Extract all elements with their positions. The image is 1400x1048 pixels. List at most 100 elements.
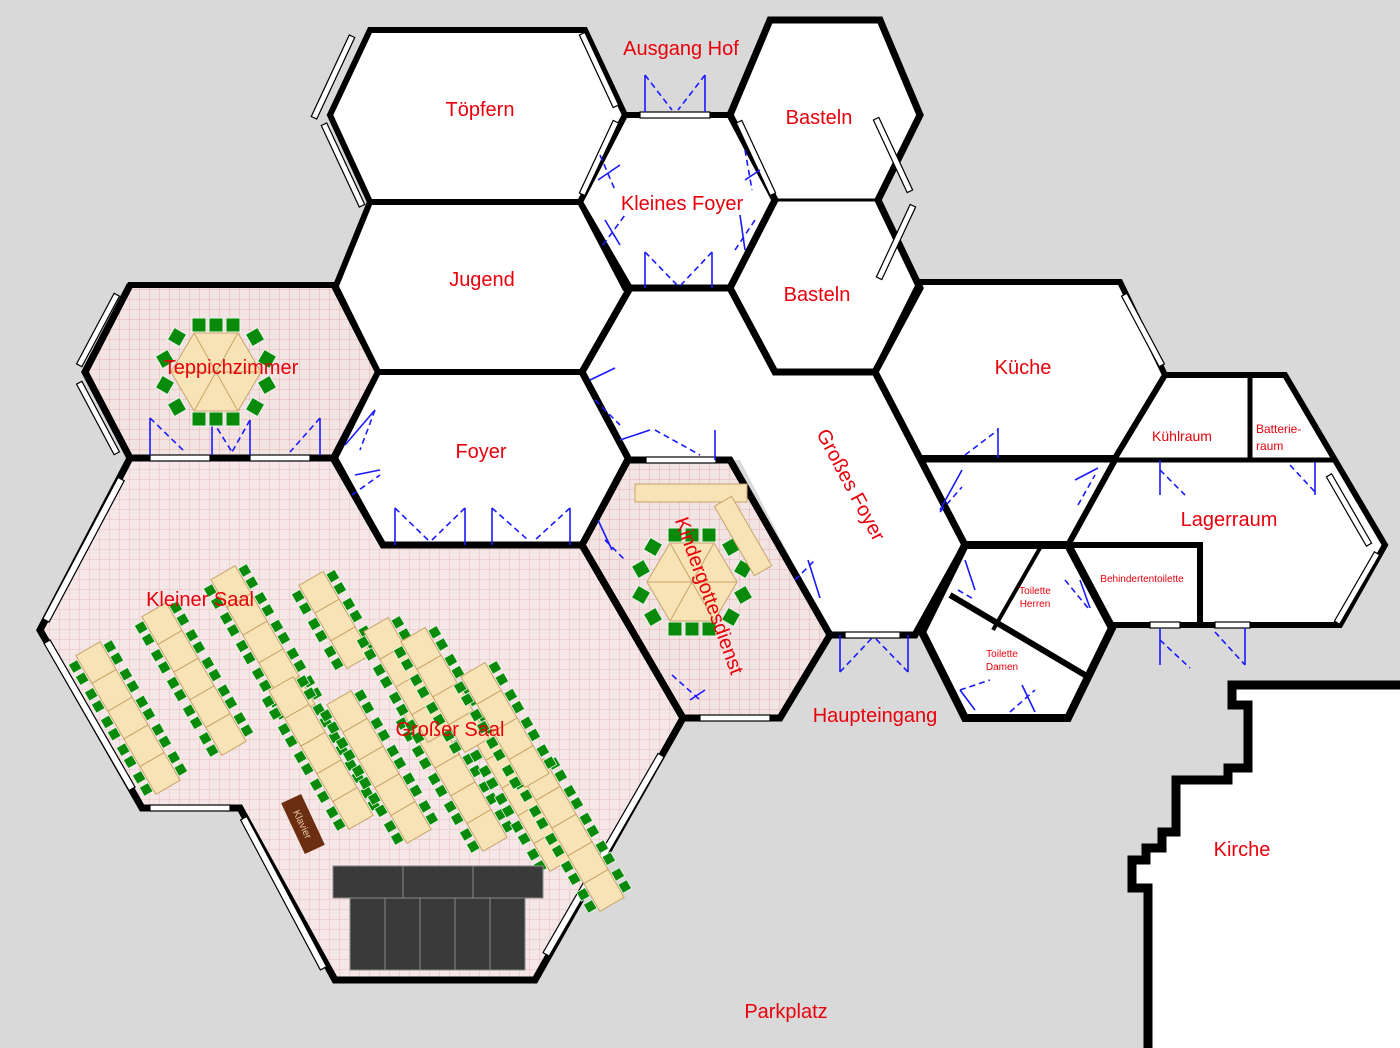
table [139, 751, 181, 795]
chair [440, 728, 456, 743]
chair [525, 846, 541, 862]
chair [424, 811, 440, 826]
chair [392, 644, 408, 660]
label-kleines-foyer: Kleines Foyer [621, 193, 744, 215]
chair [165, 675, 181, 691]
chair [325, 568, 341, 584]
chair [285, 646, 301, 662]
chair [331, 817, 347, 832]
chair [295, 674, 311, 689]
chair [106, 726, 122, 742]
doors [149, 74, 1316, 713]
chair [484, 735, 500, 751]
chair [357, 775, 373, 791]
chair [209, 595, 225, 611]
chair [562, 783, 578, 799]
floor-kleines-foyer [580, 115, 775, 288]
chair [503, 687, 519, 703]
chair [484, 775, 500, 791]
chair [234, 638, 250, 654]
chair [172, 687, 188, 703]
chair [125, 678, 141, 694]
label-batterieraum-1: Batterie- [1256, 422, 1301, 436]
floor-kueche [875, 282, 1165, 458]
chair [518, 788, 534, 804]
chair [408, 783, 424, 799]
furniture-kindergottesdienst [630, 527, 754, 637]
furniture-teppichzimmer [154, 317, 278, 427]
label-toilette-damen-2: Damen [986, 662, 1018, 673]
chair [443, 652, 459, 668]
chair [424, 700, 440, 716]
table-row [318, 688, 440, 846]
chair [610, 866, 626, 882]
table-row [290, 568, 380, 672]
chair [207, 667, 223, 683]
label-kuehlraum: Kühlraum [1152, 428, 1212, 444]
chair [519, 715, 535, 731]
floor-toepfern [330, 30, 625, 202]
chair [578, 811, 594, 827]
chair [399, 657, 415, 672]
piano [281, 793, 325, 855]
chair [417, 755, 433, 771]
label-kleiner-saal: Kleiner Saal [146, 589, 254, 611]
chair [149, 647, 165, 663]
chair [369, 715, 385, 731]
chair [140, 632, 156, 648]
chair [260, 602, 276, 618]
chair [216, 683, 232, 699]
chair [387, 690, 403, 706]
chair [325, 720, 341, 736]
table-row [452, 659, 558, 791]
chair [378, 674, 394, 690]
chair [118, 666, 134, 682]
chair [173, 762, 189, 777]
chair [197, 730, 213, 746]
chair [371, 662, 387, 678]
chair [150, 722, 166, 738]
chair [431, 712, 447, 728]
chair [156, 659, 172, 675]
chair [442, 799, 458, 815]
label-kueche: Küche [995, 357, 1052, 379]
chair [415, 684, 431, 700]
chair [477, 763, 493, 779]
label-teppichzimmer: Teppichzimmer [164, 357, 299, 379]
chair [373, 803, 389, 819]
chair [475, 719, 491, 735]
chair [313, 628, 329, 644]
stage [332, 865, 544, 971]
chair [341, 596, 357, 612]
chair [318, 708, 334, 723]
chair [543, 831, 559, 847]
chair [257, 678, 273, 694]
chair [500, 803, 516, 819]
chair [355, 634, 371, 650]
chair [427, 624, 443, 640]
chair [362, 647, 378, 662]
chair [487, 659, 503, 675]
chair [582, 899, 598, 914]
chair [299, 761, 315, 777]
chair [410, 743, 426, 759]
chair [566, 871, 582, 887]
chair [308, 777, 324, 793]
chair [276, 721, 292, 737]
chair [74, 671, 90, 687]
chair [232, 710, 248, 726]
chair [239, 723, 255, 738]
table [332, 786, 374, 830]
chair [426, 771, 442, 787]
chair [527, 803, 543, 819]
floor-jugend [335, 202, 630, 372]
chair [559, 859, 575, 875]
table-row [133, 600, 255, 758]
label-behindertentoilette: Behindertentoilette [1100, 574, 1184, 585]
chair [360, 700, 376, 716]
chair [550, 843, 566, 859]
chair [392, 755, 408, 771]
windows [42, 31, 1381, 971]
label-batterieraum-2: raum [1256, 439, 1283, 453]
